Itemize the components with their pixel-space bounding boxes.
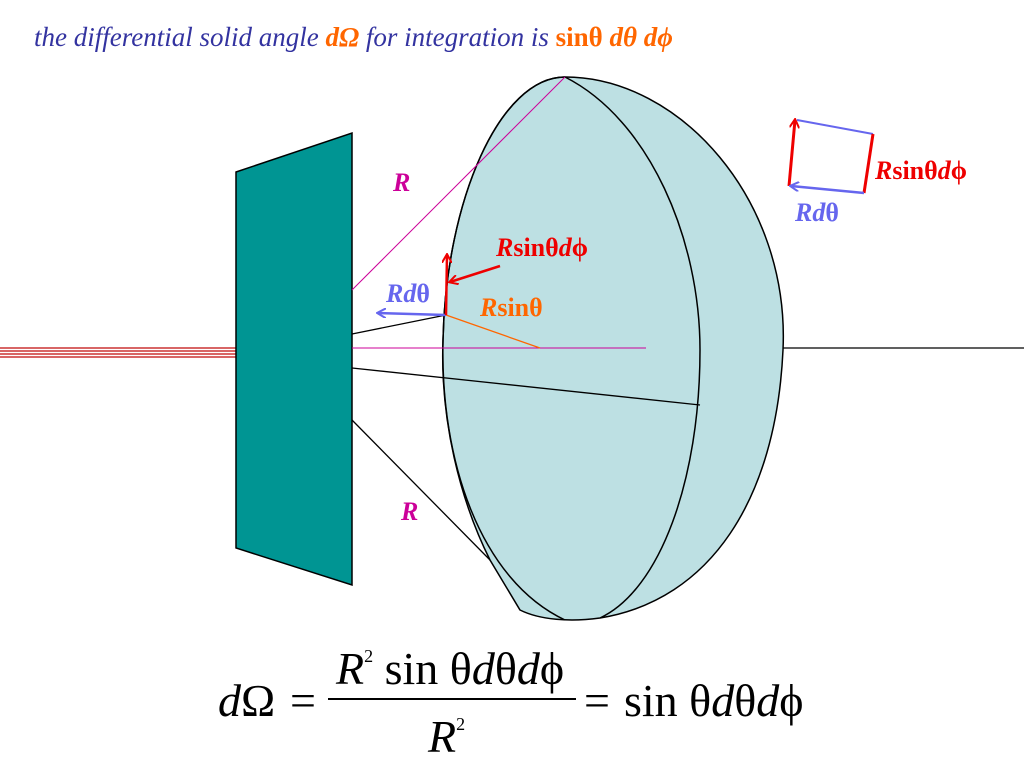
radius-label-top: R (393, 168, 411, 197)
radius-lower-black (351, 367, 701, 406)
equation-numerator: R2 sin θdθdϕ (336, 643, 565, 694)
center-rsin-label: Rsinθ (480, 293, 543, 322)
target-plate (235, 131, 353, 587)
center-vertical-arrow (446, 255, 447, 316)
equation-equals-2: = (584, 675, 610, 726)
radius-label-bottom: R (401, 497, 419, 526)
equation-rhs: sin θdθdϕ (624, 675, 804, 726)
rsin-line (445, 314, 541, 349)
radius-bottom (351, 419, 491, 561)
fraction-bar (328, 698, 576, 700)
radius-top (351, 76, 566, 291)
inset-rdtheta-label: Rdθ (795, 198, 839, 227)
page-title: the differential solid angle dΩ for inte… (34, 22, 673, 52)
center-arc-arrow (450, 264, 501, 282)
inset-arc-label: Rsinθdϕ (875, 156, 967, 185)
equation-denominator: R2 (428, 711, 466, 762)
center-arc-label: Rsinθdϕ (496, 233, 588, 262)
center-rdtheta-arrow (378, 313, 447, 315)
equation-equals-1: = (290, 675, 316, 726)
solid-angle-equation: dΩ = R2 sin θdθdϕ R2 = sin θdθdϕ (218, 640, 838, 764)
radius-upper-black (351, 314, 447, 335)
equation-lhs: dΩ (218, 675, 276, 726)
inset-patch (787, 120, 875, 195)
center-rdtheta-label: Rdθ (386, 279, 430, 308)
